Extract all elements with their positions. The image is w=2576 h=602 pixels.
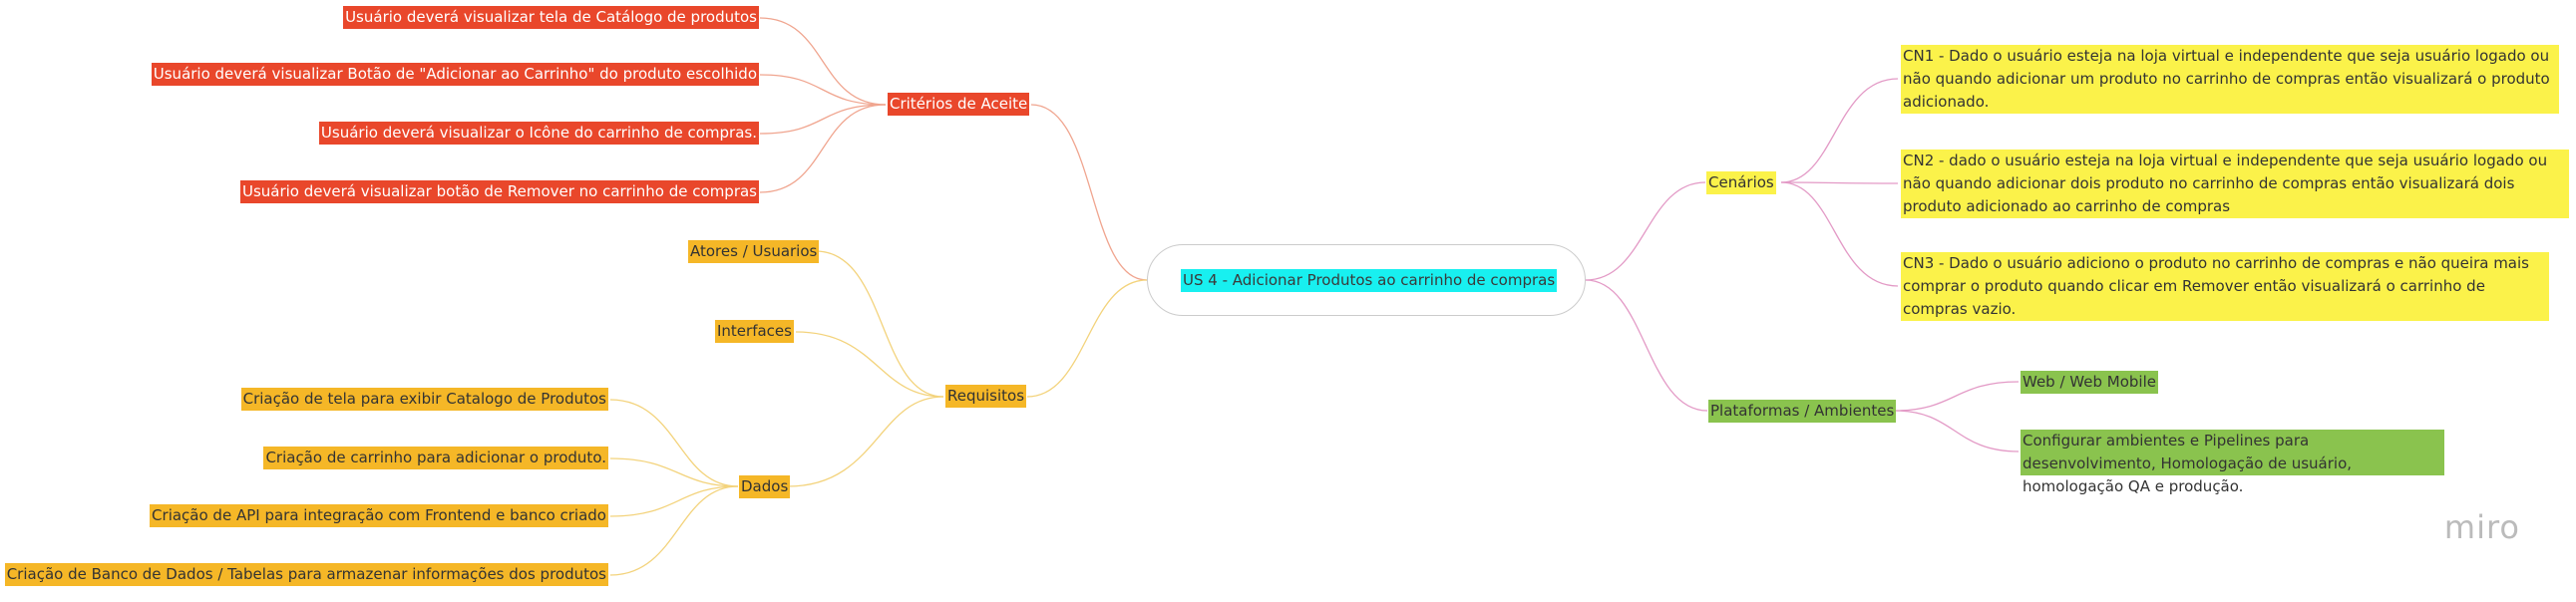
root-node[interactable]: US 4 - Adicionar Produtos ao carrinho de… [1181,269,1558,292]
cenario-cn3[interactable]: CN3 - Dado o usuário adiciono o produto … [1901,252,2549,321]
dados-node[interactable]: Dados [739,475,791,498]
dados-item-3[interactable]: Criação de API para integração com Front… [150,504,608,527]
atores-node[interactable]: Atores / Usuarios [688,240,820,263]
plataforma-web[interactable]: Web / Web Mobile [2021,371,2158,394]
link-root-cenarios [1585,181,1706,281]
cenarios-node[interactable]: Cenários [1706,171,1776,194]
interfaces-node[interactable]: Interfaces [715,320,794,343]
plataformas-node[interactable]: Plataformas / Ambientes [1708,400,1897,423]
requisitos-node[interactable]: Requisitos [945,385,1027,408]
link-root-criterios [1030,104,1148,281]
criterios-node[interactable]: Critérios de Aceite [888,93,1030,116]
criterio-item-1[interactable]: Usuário deverá visualizar tela de Catálo… [343,6,759,29]
plataforma-config[interactable]: Configurar ambientes e Pipelines para de… [2021,430,2444,495]
criterio-item-2[interactable]: Usuário deverá visualizar Botão de "Adic… [151,63,759,86]
dados-item-1[interactable]: Criação de tela para exibir Catalogo de … [240,388,608,411]
dados-item-4[interactable]: Criação de Banco de Dados / Tabelas para… [4,563,608,586]
dados-item-2[interactable]: Criação de carrinho para adicionar o pro… [263,447,608,469]
cenario-cn2[interactable]: CN2 - dado o usuário esteja na loja virt… [1901,150,2569,218]
miro-logo: miro [2443,508,2520,546]
link-root-requisitos [1026,279,1148,398]
criterio-item-3[interactable]: Usuário deverá visualizar o Icône do car… [318,122,759,145]
criterio-item-4[interactable]: Usuário deverá visualizar botão de Remov… [239,180,759,203]
link-root-plataformas [1585,279,1708,412]
cenario-cn1[interactable]: CN1 - Dado o usuário esteja na loja virt… [1901,45,2559,114]
